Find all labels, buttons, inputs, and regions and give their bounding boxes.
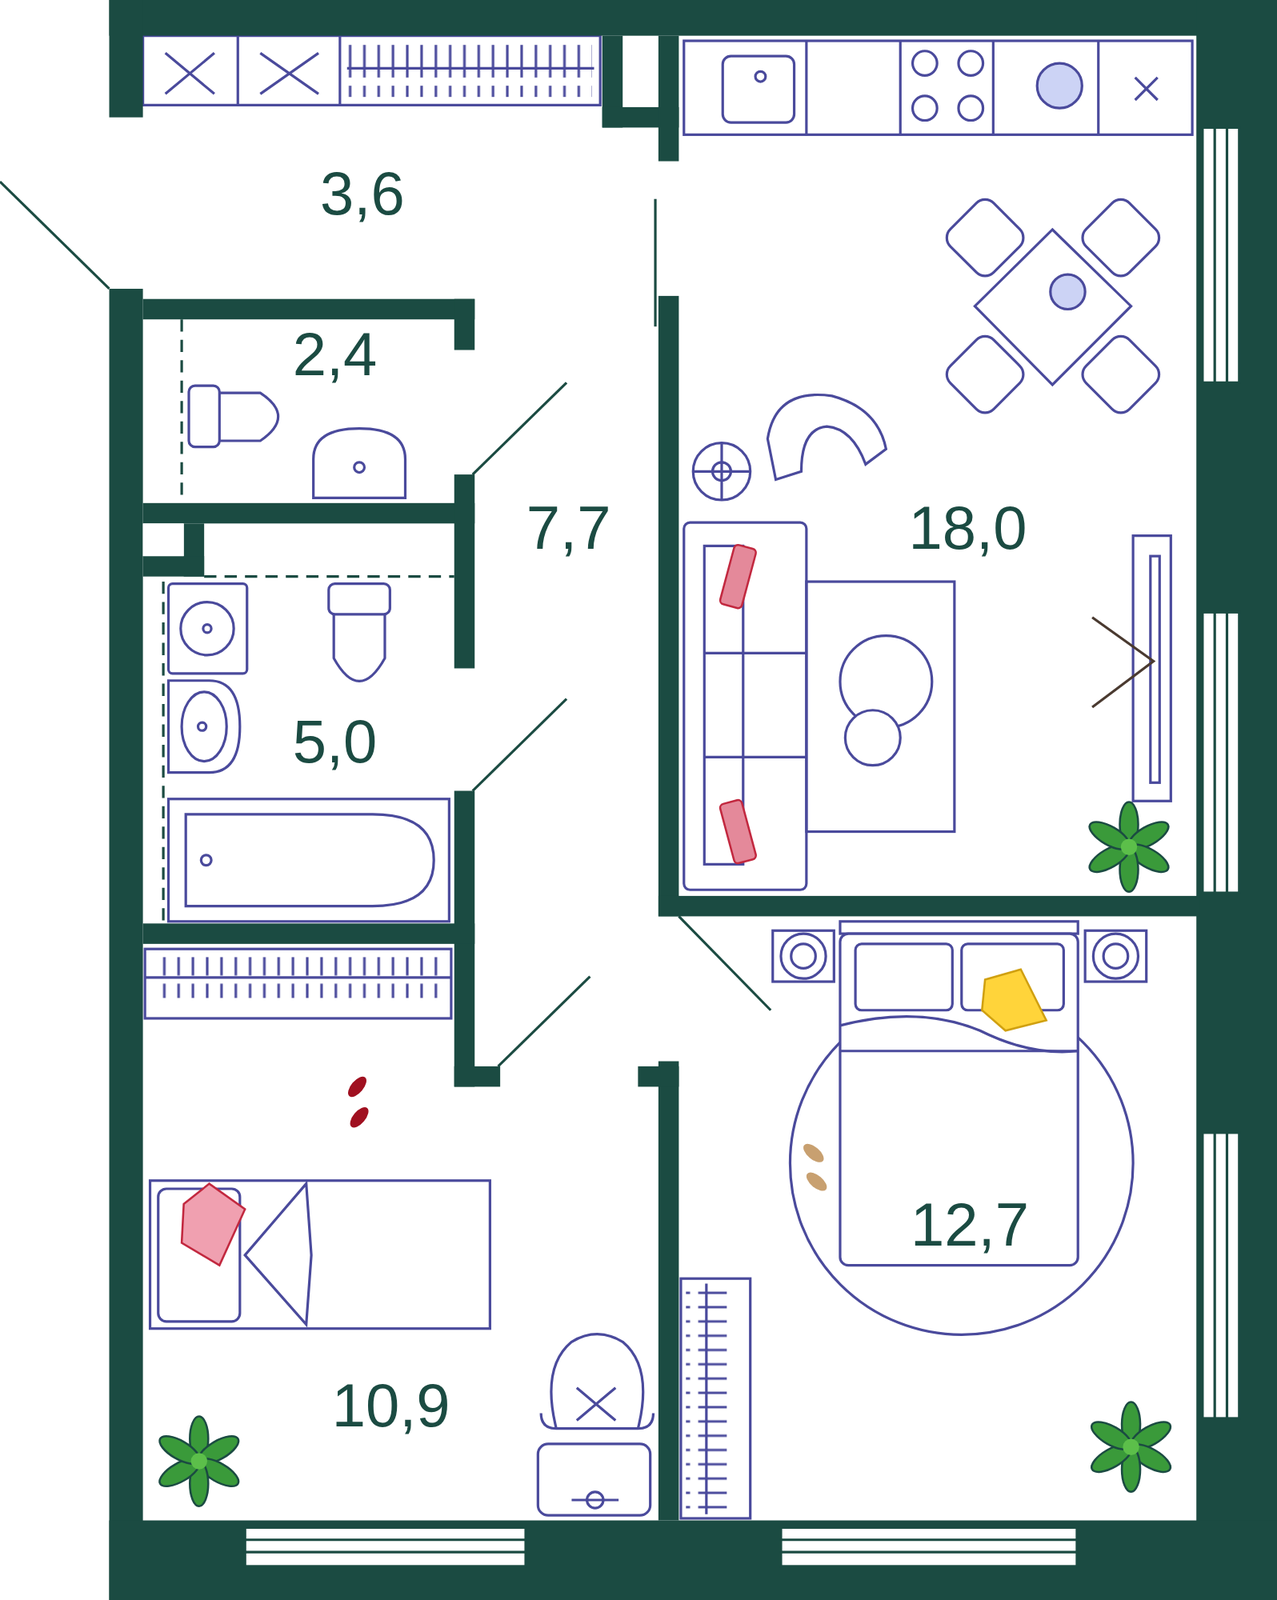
room-area: 5,0 <box>288 709 383 774</box>
room-area: 2,4 <box>288 322 383 387</box>
room-area: 12,7 <box>905 1192 1034 1257</box>
room-area: 7,7 <box>521 496 617 561</box>
room-area: 18,0 <box>903 496 1032 561</box>
room-area: 10,9 <box>327 1373 456 1438</box>
room-area: 3,6 <box>315 161 410 226</box>
